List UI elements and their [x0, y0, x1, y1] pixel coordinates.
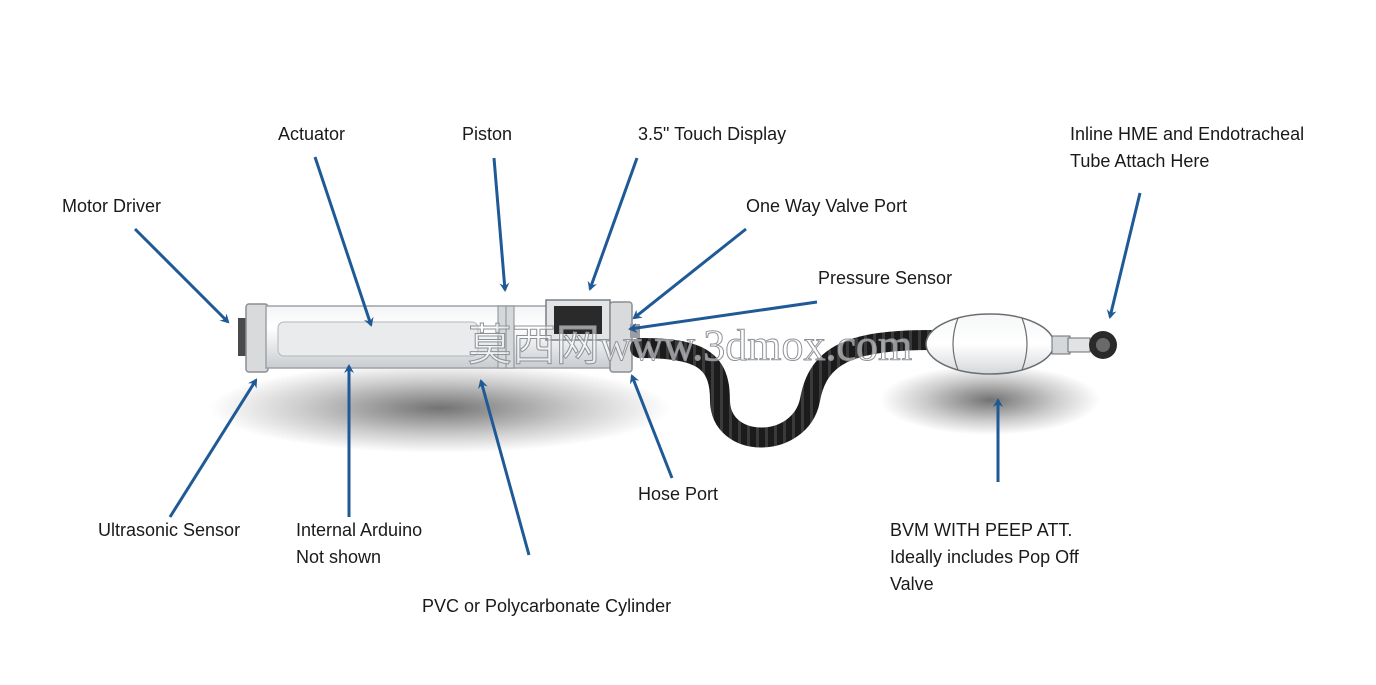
- label-hose-port: Hose Port: [638, 484, 719, 504]
- actuator-arrow: [313, 156, 374, 327]
- label-ultrasonic-sensor: Ultrasonic Sensor: [98, 520, 241, 540]
- label-bvm-line1: BVM WITH PEEP ATT.: [890, 520, 1073, 540]
- label-internal-arduino-line2: Not shown: [296, 547, 382, 567]
- label-piston: Piston: [462, 124, 513, 144]
- label-actuator: Actuator: [278, 124, 346, 144]
- pvc-cylinder-arrow: [478, 379, 531, 556]
- watermark-text: 莫西网www.3dmox.com: [468, 321, 912, 370]
- ultrasonic-sensor-arrow: [168, 378, 258, 518]
- arrow-icon: [133, 156, 1142, 556]
- hose-port-arrow: [629, 374, 674, 479]
- one-way-valve-arrow: [632, 227, 747, 320]
- label-touch-display: 3.5" Touch Display: [638, 124, 787, 144]
- label-motor-driver: Motor Driver: [62, 196, 162, 216]
- drop-shadows: [210, 363, 1100, 453]
- label-bvm-line3: Valve: [890, 574, 934, 594]
- corrugated-hose: [630, 330, 940, 448]
- label-inline-hme-line1: Inline HME and Endotracheal: [1070, 124, 1305, 144]
- touch-display-arrow: [587, 157, 639, 291]
- motor-driver-arrow: [133, 227, 230, 324]
- label-pvc-cylinder: PVC or Polycarbonate Cylinder: [422, 596, 672, 616]
- device-cylinder: [238, 299, 640, 373]
- bvm-bag: [925, 313, 1117, 375]
- label-one-way-valve-port: One Way Valve Port: [746, 196, 908, 216]
- label-inline-hme-line2: Tube Attach Here: [1070, 151, 1210, 171]
- piston-arrow: [492, 157, 510, 292]
- inline-hme-arrow: [1106, 192, 1142, 319]
- label-bvm-line2: Ideally includes Pop Off: [890, 547, 1079, 567]
- label-pressure-sensor: Pressure Sensor: [818, 268, 953, 288]
- label-internal-arduino-line1: Internal Arduino: [296, 520, 423, 540]
- pressure-sensor-arrow: [628, 300, 818, 333]
